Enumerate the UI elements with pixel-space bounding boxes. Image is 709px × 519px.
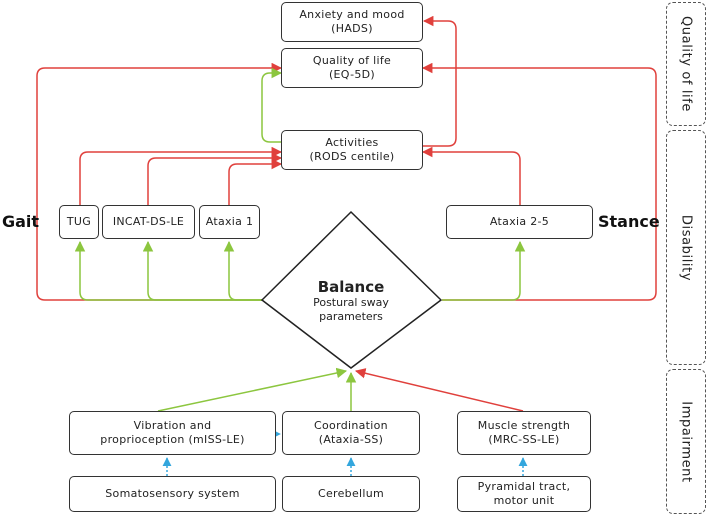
coordination-measure: (Ataxia-SS) [318,433,384,446]
anxiety-title: Anxiety and mood [299,8,405,21]
green-line-vibration-to-balance [157,367,348,412]
muscle-measure: (MRC-SS-LE) [488,433,560,446]
red-line-ataxia25-to-activities [421,146,521,205]
activities-title: Activities [325,136,379,149]
somatosensory-box: Somatosensory system [69,476,276,512]
activities-box: Activities (RODS centile) [281,130,423,170]
balance-title: Balance [317,278,385,296]
muscle-box: Muscle strength (MRC-SS-LE) [457,411,591,455]
incat-box: INCAT-DS-LE [102,205,195,239]
red-line-muscle-to-balance [354,368,524,412]
muscle-title: Muscle strength [477,419,571,432]
tug-label: TUG [66,215,92,228]
gait-label: Gait [2,212,40,231]
green-line-balance-to-ataxia25 [442,240,526,301]
activities-measure: (RODS centile) [309,150,395,163]
coordination-title: Coordination [314,419,388,432]
side-label-disability: Disability [678,214,694,281]
red-line-activities-to-anxiety [422,15,457,147]
anxiety-box: Anxiety and mood (HADS) [281,2,423,42]
anxiety-measure: (HADS) [331,22,373,35]
incat-label: INCAT-DS-LE [112,215,185,228]
ataxia25-box: Ataxia 2-5 [446,205,593,239]
vibration-title: Vibration and [133,419,212,432]
green-line-balance-to-ataxia1 [223,240,262,301]
side-panel-impairment: Impairment [666,369,706,514]
ataxia25-label: Ataxia 2-5 [489,215,550,228]
ataxia1-label: Ataxia 1 [205,215,254,228]
side-panel-quality-of-life: Quality of life [666,2,706,126]
red-line-stance-to-qol [421,62,657,301]
balance-line1: Postural sway [313,296,389,309]
coordination-box: Coordination (Ataxia-SS) [282,411,420,455]
somatosensory-label: Somatosensory system [105,487,240,500]
green-line-balance-to-tug [74,240,262,301]
side-label-impairment: Impairment [678,400,694,483]
balance-line2: parameters [319,310,383,323]
vibration-box: Vibration and proprioception (mISS-LE) [69,411,276,455]
red-line-ataxia1-to-activities [228,158,283,205]
ataxia1-box: Ataxia 1 [199,205,260,239]
cerebellum-box: Cerebellum [282,476,420,512]
green-line-balance-to-incat [142,240,262,301]
tug-box: TUG [59,205,99,239]
red-line-gait-to-qol [36,62,283,301]
pyramidal-box: Pyramidal tract, motor unit [457,476,591,512]
qol-title: Quality of life [312,54,392,67]
pyramidal-line2: motor unit [493,494,555,507]
red-line-incat-to-activities [147,152,283,205]
red-line-tug-to-activities [79,146,283,205]
pyramidal-line1: Pyramidal tract, [477,480,571,493]
balance-diamond [260,210,443,369]
green-line-activities-to-qol [261,67,283,143]
balance-text: Balance Postural sway parameters [282,278,420,324]
qol-measure: (EQ-5D) [328,68,376,81]
vibration-measure: proprioception (mISS-LE) [100,433,245,446]
cerebellum-label: Cerebellum [317,487,385,500]
stance-label: Stance [598,212,660,231]
side-panel-disability: Disability [666,130,706,365]
quality-of-life-box: Quality of life (EQ-5D) [281,48,423,88]
side-label-quality-of-life: Quality of life [678,15,694,113]
